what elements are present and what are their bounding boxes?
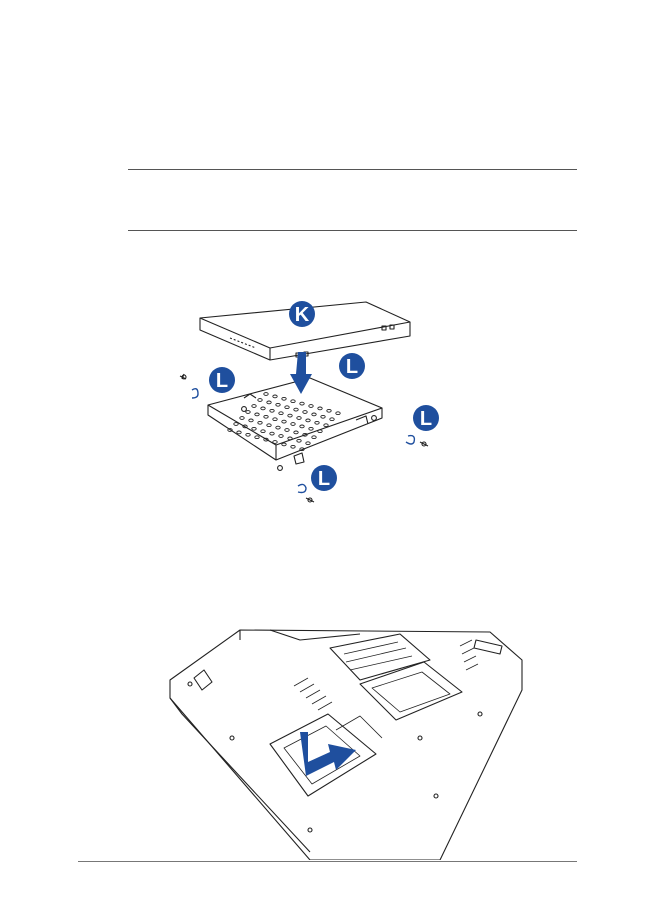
bracket-hole bbox=[245, 432, 251, 437]
bracket-hole bbox=[290, 422, 296, 426]
bracket-hole bbox=[269, 431, 275, 436]
bracket-hole bbox=[296, 438, 302, 443]
bracket-hole bbox=[281, 396, 287, 401]
footer-rule bbox=[78, 861, 577, 862]
svg-text:L: L bbox=[216, 370, 228, 392]
bracket-hole bbox=[236, 430, 242, 435]
screws bbox=[179, 373, 429, 503]
bracket-hole bbox=[260, 406, 266, 411]
vent-grille-right bbox=[459, 639, 479, 671]
ram-bay bbox=[329, 633, 431, 681]
callout-k: K bbox=[289, 301, 315, 327]
bracket-hole bbox=[290, 444, 296, 449]
bracket-hole bbox=[302, 432, 308, 437]
laptop-bay-illustration bbox=[169, 629, 523, 860]
bracket-hole bbox=[239, 416, 245, 420]
svg-text:L: L bbox=[420, 408, 432, 430]
bracket-hole bbox=[266, 400, 272, 405]
bracket-hole bbox=[302, 410, 308, 414]
bracket-hole bbox=[227, 428, 233, 432]
bracket-hole bbox=[245, 410, 251, 414]
bracket-hole bbox=[308, 426, 314, 431]
svg-text:K: K bbox=[295, 304, 310, 326]
bracket-hole bbox=[257, 420, 263, 425]
bracket-hole bbox=[272, 394, 278, 399]
bracket-hole bbox=[254, 412, 260, 417]
bracket-hole bbox=[317, 406, 323, 411]
bracket-hole bbox=[314, 420, 320, 425]
upper-drive-bay bbox=[359, 661, 463, 721]
bracket-hole bbox=[263, 437, 269, 442]
bracket-hole bbox=[281, 442, 287, 447]
bracket-hole bbox=[287, 436, 293, 441]
lower-drive-bay bbox=[269, 713, 377, 797]
bracket-hole bbox=[290, 399, 296, 404]
bracket-hole bbox=[305, 441, 311, 446]
callout-l-2: L bbox=[209, 367, 235, 393]
bracket-hole bbox=[299, 401, 305, 406]
bracket-hole bbox=[275, 402, 281, 407]
bracket-hole bbox=[299, 424, 305, 429]
bracket-hole bbox=[242, 424, 248, 429]
bracket-hole bbox=[266, 423, 272, 428]
bracket-hole bbox=[251, 426, 257, 431]
bracket-hole bbox=[296, 416, 302, 420]
bracket-hole bbox=[293, 430, 299, 435]
bracket-hole bbox=[305, 418, 311, 423]
callout-l-1: L bbox=[339, 353, 365, 379]
bracket-hole bbox=[284, 428, 290, 432]
bracket-hole bbox=[254, 435, 260, 440]
bracket-hole bbox=[272, 417, 278, 422]
bracket-hole bbox=[311, 435, 317, 440]
bracket-hole bbox=[263, 414, 269, 419]
bracket-holes bbox=[227, 392, 341, 452]
bracket-hole bbox=[281, 419, 287, 424]
callout-l-4: L bbox=[311, 465, 337, 491]
bracket-hole bbox=[317, 429, 323, 434]
bracket-hole bbox=[248, 418, 254, 423]
bracket-hole bbox=[320, 414, 326, 419]
bracket-outline bbox=[207, 377, 383, 471]
bracket-hole bbox=[278, 411, 284, 416]
bracket-hole bbox=[284, 405, 290, 410]
svg-text:L: L bbox=[318, 468, 330, 490]
bracket-hole bbox=[263, 392, 269, 396]
insert-arrow bbox=[290, 352, 312, 394]
bracket-hole bbox=[260, 429, 266, 434]
slide-arrow bbox=[300, 732, 356, 776]
bracket-hole bbox=[311, 412, 317, 417]
svg-text:L: L bbox=[346, 356, 358, 378]
bracket-hole bbox=[269, 408, 275, 413]
bracket-hole bbox=[299, 447, 305, 452]
bracket-hole bbox=[323, 423, 329, 428]
bracket-hole bbox=[275, 425, 281, 430]
bracket-hole bbox=[335, 411, 341, 416]
bracket-hole bbox=[287, 413, 293, 418]
bracket-hole bbox=[278, 434, 284, 438]
bracket-hole bbox=[326, 408, 332, 413]
vent-grille-left bbox=[293, 677, 333, 711]
callout-l-3: L bbox=[413, 405, 439, 431]
note-rule-bottom bbox=[128, 230, 577, 231]
note-rule-top bbox=[128, 169, 577, 170]
hdd-bracket-illustration: K L L L L bbox=[179, 301, 439, 503]
bracket-hole bbox=[293, 407, 299, 412]
bracket-hole bbox=[233, 422, 239, 426]
bracket-hole bbox=[308, 404, 314, 408]
bracket-hole bbox=[329, 417, 335, 422]
bracket-hole bbox=[257, 398, 263, 402]
bracket-hole bbox=[272, 440, 278, 444]
bracket-hole bbox=[251, 404, 257, 408]
